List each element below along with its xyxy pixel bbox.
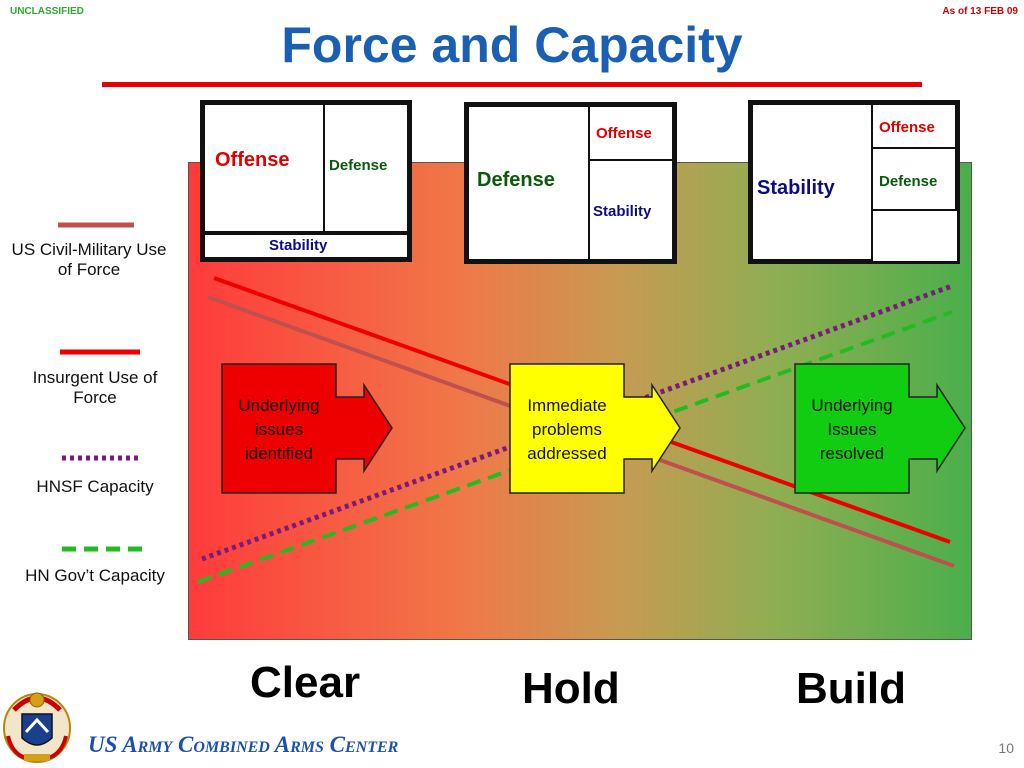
arrow-hold <box>509 363 681 494</box>
page-number: 10 <box>998 740 1014 756</box>
organization-name: US Army Combined Arms Center <box>88 732 399 757</box>
clear-force-mix-box: Offense Defense Stability <box>200 100 412 262</box>
phase-clear-label: Clear <box>250 658 361 707</box>
build-force-mix-box: Stability Offense Defense <box>748 100 960 264</box>
hnsf-capacity-line <box>201 283 953 562</box>
classification-label: UNCLASSIFIED <box>10 6 84 17</box>
phase-build-label: Build <box>796 664 906 713</box>
hold-stability-cell: Stability <box>588 159 674 261</box>
build-offense-label: Offense <box>879 119 935 136</box>
legend-label-hnsf: HNSF Capacity <box>36 477 154 496</box>
build-defense-cell: Defense <box>871 147 957 211</box>
clear-defense-label: Defense <box>329 157 388 174</box>
hold-defense-cell: Defense <box>467 105 590 261</box>
clear-stability-label: Stability <box>269 237 328 254</box>
build-defense-label: Defense <box>879 173 938 190</box>
clear-offense-cell: Offense <box>203 103 325 233</box>
clear-offense-label: Offense <box>215 149 290 171</box>
clear-defense-cell: Defense <box>323 103 409 233</box>
page-title: Force and Capacity <box>281 17 743 73</box>
legend-label-insurgent: Insurgent Use of Force <box>32 368 158 407</box>
legend-swatches <box>58 222 142 552</box>
arrow-hold-text: Immediate problems addressed <box>527 396 607 463</box>
hold-offense-cell: Offense <box>588 105 674 161</box>
date-label: As of 13 FEB 09 <box>942 6 1018 17</box>
phase-hold-label: Hold <box>522 664 620 713</box>
arrow-build-text: Underlying Issues resolved <box>811 396 893 463</box>
title-underline <box>102 82 922 87</box>
legend-label-hn-govt: HN Gov’t Capacity <box>25 566 165 585</box>
build-offense-cell: Offense <box>871 103 957 149</box>
army-emblem-icon <box>3 692 71 763</box>
hold-defense-label: Defense <box>477 169 555 191</box>
build-stability-label: Stability <box>757 177 835 199</box>
hold-offense-label: Offense <box>596 125 652 142</box>
arrow-build <box>794 363 966 494</box>
hold-force-mix-box: Defense Offense Stability <box>464 102 677 264</box>
hold-stability-label: Stability <box>593 203 652 220</box>
clear-stability-cell: Stability <box>203 233 409 259</box>
arrow-clear-text: Underlying issues identified <box>238 396 320 463</box>
legend-label-us-civil-military: US Civil-Military Use of Force <box>11 240 167 279</box>
arrow-clear <box>221 363 393 494</box>
